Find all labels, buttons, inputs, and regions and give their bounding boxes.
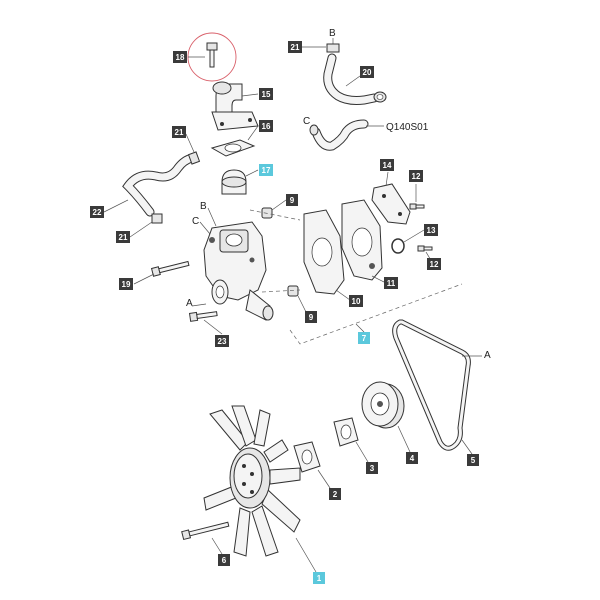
svg-text:12: 12 bbox=[430, 260, 439, 269]
sleeve-9a bbox=[261, 207, 273, 219]
svg-text:5: 5 bbox=[471, 456, 476, 465]
callout-11: 11 bbox=[384, 277, 398, 289]
letter-c-top: C bbox=[303, 116, 310, 127]
bolt-19 bbox=[150, 260, 190, 277]
callout-9b: 9 bbox=[305, 311, 317, 323]
plate-11 bbox=[341, 199, 383, 281]
svg-text:22: 22 bbox=[93, 208, 102, 217]
svg-text:7: 7 bbox=[362, 334, 367, 343]
svg-text:23: 23 bbox=[218, 337, 227, 346]
svg-text:15: 15 bbox=[262, 90, 271, 99]
callout-3: 3 bbox=[366, 462, 378, 474]
callout-9a: 9 bbox=[286, 194, 298, 206]
callout-10: 10 bbox=[349, 295, 363, 307]
callout-21b: 21 bbox=[116, 231, 130, 243]
svg-text:4: 4 bbox=[410, 454, 415, 463]
svg-text:16: 16 bbox=[262, 122, 271, 131]
svg-text:6: 6 bbox=[222, 556, 227, 565]
svg-text:21: 21 bbox=[175, 128, 184, 137]
svg-text:21: 21 bbox=[119, 233, 128, 242]
sleeve-9b bbox=[287, 285, 299, 297]
gasket-16 bbox=[210, 139, 256, 157]
svg-text:14: 14 bbox=[383, 161, 392, 170]
callout-2: 2 bbox=[329, 488, 341, 500]
letter-b-top: B bbox=[329, 28, 336, 39]
svg-text:9: 9 bbox=[290, 196, 295, 205]
o-ring-13 bbox=[391, 238, 405, 254]
letter-b-pump: B bbox=[200, 201, 207, 212]
bolt-18 bbox=[206, 42, 218, 68]
callout-12b: 12 bbox=[427, 258, 441, 270]
screw-12b bbox=[417, 245, 433, 252]
svg-text:1: 1 bbox=[317, 574, 322, 583]
callout-12a: 12 bbox=[409, 170, 423, 182]
hose-22 bbox=[122, 153, 197, 217]
callout-22: 22 bbox=[90, 206, 104, 218]
callout-23: 23 bbox=[215, 335, 229, 347]
callout-21c: 21 bbox=[288, 41, 302, 53]
clamp-20 bbox=[373, 91, 387, 103]
callout-5: 5 bbox=[467, 454, 479, 466]
bracket-14 bbox=[371, 183, 411, 225]
fan-1 bbox=[203, 405, 301, 557]
hose-20 bbox=[323, 53, 379, 105]
thermostat-17 bbox=[221, 169, 247, 195]
callout-7: 7 bbox=[358, 332, 370, 344]
bolt-23 bbox=[188, 311, 218, 322]
thermostat-housing-15 bbox=[211, 81, 259, 131]
gasket-10 bbox=[303, 209, 345, 295]
spacer-3 bbox=[333, 417, 359, 447]
clamp-21c bbox=[326, 43, 340, 53]
callout-20: 20 bbox=[360, 66, 374, 78]
svg-text:9: 9 bbox=[309, 313, 314, 322]
svg-text:21: 21 bbox=[291, 43, 300, 52]
callout-6: 6 bbox=[218, 554, 230, 566]
water-pump-body bbox=[203, 221, 274, 321]
svg-text:18: 18 bbox=[176, 53, 185, 62]
svg-text:11: 11 bbox=[387, 279, 396, 288]
bolt-6 bbox=[181, 521, 230, 541]
callout-17: 17 bbox=[259, 164, 273, 176]
callout-21a: 21 bbox=[172, 126, 186, 138]
letter-a-pump: A bbox=[186, 298, 193, 309]
callout-1: 1 bbox=[313, 572, 325, 584]
svg-text:17: 17 bbox=[262, 166, 271, 175]
svg-text:3: 3 bbox=[370, 464, 375, 473]
hose-q140s01 bbox=[309, 119, 369, 151]
callout-14: 14 bbox=[380, 159, 394, 171]
pulley-4 bbox=[361, 381, 405, 429]
clamp-21a bbox=[187, 151, 201, 165]
callout-16: 16 bbox=[259, 120, 273, 132]
svg-text:2: 2 bbox=[333, 490, 338, 499]
clamp-21b bbox=[151, 213, 163, 224]
callout-13: 13 bbox=[424, 224, 438, 236]
letter-a-belt: A bbox=[484, 350, 491, 361]
callout-15: 15 bbox=[259, 88, 273, 100]
svg-text:20: 20 bbox=[363, 68, 372, 77]
svg-text:12: 12 bbox=[412, 172, 421, 181]
callout-4: 4 bbox=[406, 452, 418, 464]
svg-text:13: 13 bbox=[427, 226, 436, 235]
callout-19: 19 bbox=[119, 278, 133, 290]
svg-text:19: 19 bbox=[122, 280, 131, 289]
svg-text:10: 10 bbox=[352, 297, 361, 306]
letter-c-pump: C bbox=[192, 216, 199, 227]
ref-code: Q140S01 bbox=[386, 122, 429, 133]
spacer-2 bbox=[293, 441, 321, 473]
belt-5 bbox=[392, 319, 471, 451]
screw-12a bbox=[409, 203, 425, 210]
callout-18: 18 bbox=[173, 51, 187, 63]
